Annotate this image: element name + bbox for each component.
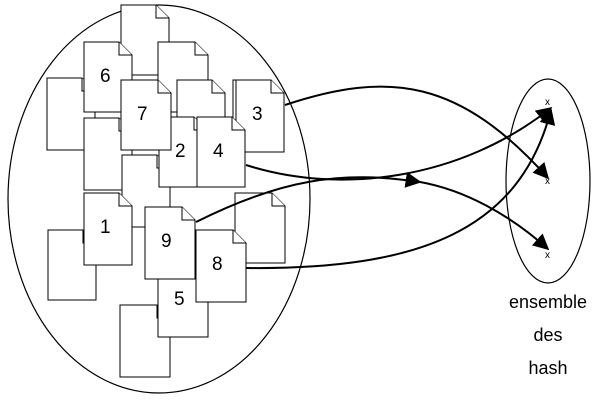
document-label-5: 5 [174, 289, 185, 310]
document-icon-8: 8 [195, 229, 247, 303]
document-label-3: 3 [252, 104, 263, 125]
hash-marker-2: x [545, 176, 550, 187]
arrow-4-to-hash [245, 107, 553, 181]
mapping-arrows [195, 85, 556, 270]
document-label-9: 9 [161, 231, 172, 252]
hash-marker-3: x [545, 250, 550, 261]
hash-set-label-line-1: ensemble [509, 292, 587, 312]
document-icon-1: 1 [83, 192, 133, 266]
document-label-8: 8 [212, 254, 223, 275]
arrow-8-to-hash [245, 108, 556, 270]
document-icon-4: 4 [196, 116, 246, 188]
hash-set-label-line-2: des [533, 325, 562, 345]
document-label-2: 2 [175, 141, 186, 162]
document-label-6: 6 [100, 66, 111, 87]
hash-marker-1: x [545, 97, 550, 108]
document-set-ellipse [7, 4, 311, 394]
document-icon-6: 6 [83, 41, 133, 113]
documents-layer: 6 3 2 7 4 1 5 9 8 [46, 4, 286, 378]
document-icon-7: 7 [120, 79, 172, 151]
document-label-4: 4 [213, 141, 224, 162]
document-label-7: 7 [137, 104, 148, 125]
hash-set-label-line-3: hash [528, 358, 567, 378]
hash-set-ellipse [505, 78, 591, 284]
arrow-9-to-hash-top [195, 171, 422, 223]
arrow-3-to-hash [284, 85, 550, 180]
arrow-9-to-hash-bottom [419, 181, 550, 251]
document-label-1: 1 [100, 217, 111, 238]
document-icon-9: 9 [144, 206, 196, 280]
